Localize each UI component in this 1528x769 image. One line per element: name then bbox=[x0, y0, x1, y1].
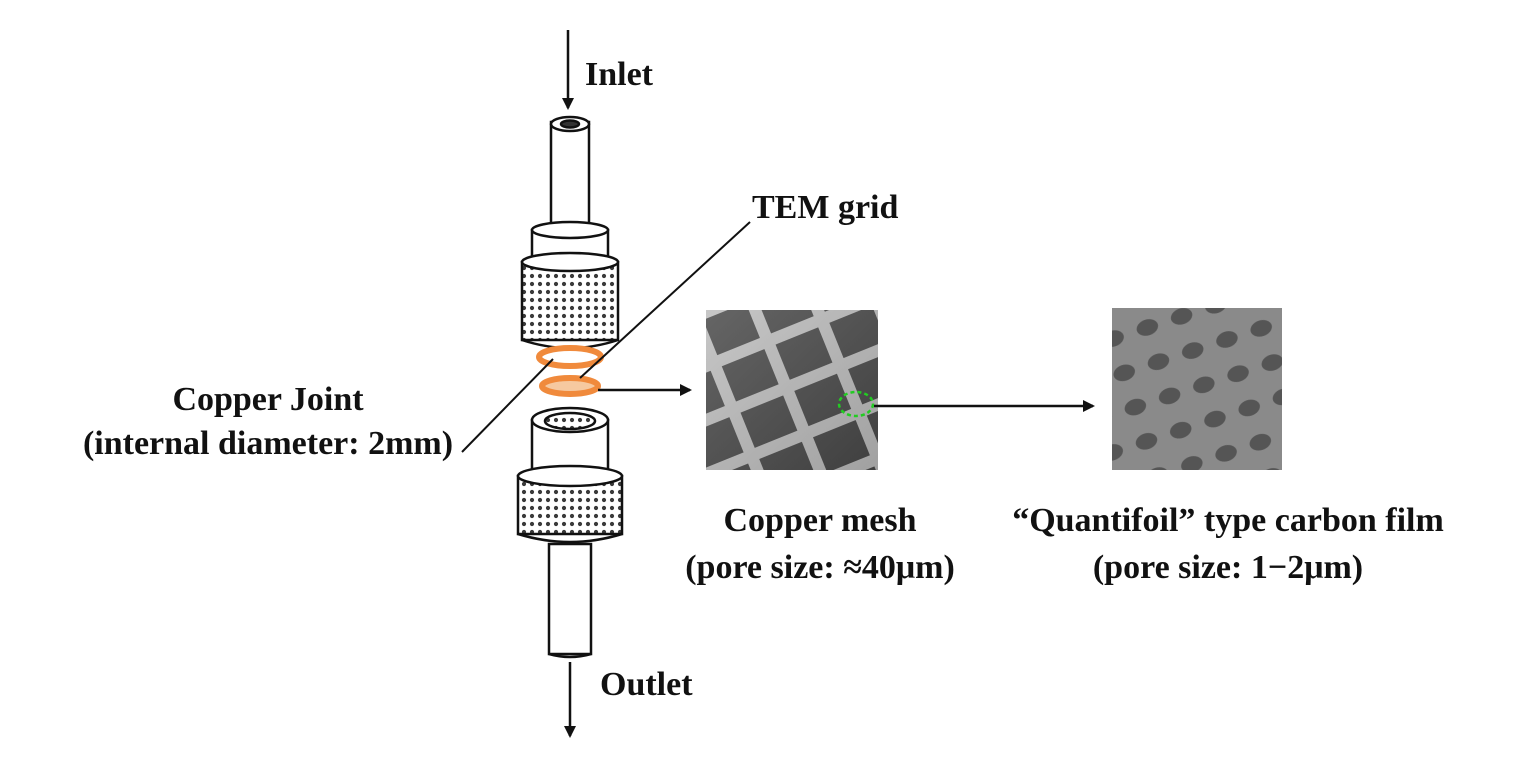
copper-mesh-label: Copper mesh bbox=[724, 502, 917, 539]
copper-mesh-image bbox=[706, 310, 878, 470]
lower-knurled-nut bbox=[516, 474, 624, 536]
carbon-film-image bbox=[1112, 308, 1282, 470]
magnified-region-highlight bbox=[837, 390, 875, 418]
copper-joint-label: Copper Joint bbox=[172, 381, 364, 418]
outlet-label: Outlet bbox=[600, 666, 693, 703]
copper-joint-leader bbox=[461, 358, 554, 453]
inlet-label: Inlet bbox=[585, 56, 654, 93]
carbon-film-detail-label: (pore size: 1−2μm) bbox=[1093, 549, 1363, 586]
lower-fitting bbox=[516, 406, 624, 659]
copper-joint-detail-label: (internal diameter: 2mm) bbox=[83, 425, 453, 462]
tem-grid-leader bbox=[579, 221, 751, 379]
upper-tube bbox=[549, 120, 591, 239]
copper-mesh-detail-label: (pore size: ≈40μm) bbox=[685, 549, 955, 586]
tem-grid-label: TEM grid bbox=[752, 189, 898, 226]
carbon-film-label: “Quantifoil” type carbon film bbox=[1012, 502, 1444, 539]
tem-grid-ring bbox=[539, 375, 601, 397]
copper-joint-ring bbox=[536, 345, 604, 369]
upper-knurled-nut bbox=[520, 260, 620, 342]
lower-tube bbox=[547, 542, 593, 656]
upper-fitting bbox=[520, 115, 620, 350]
